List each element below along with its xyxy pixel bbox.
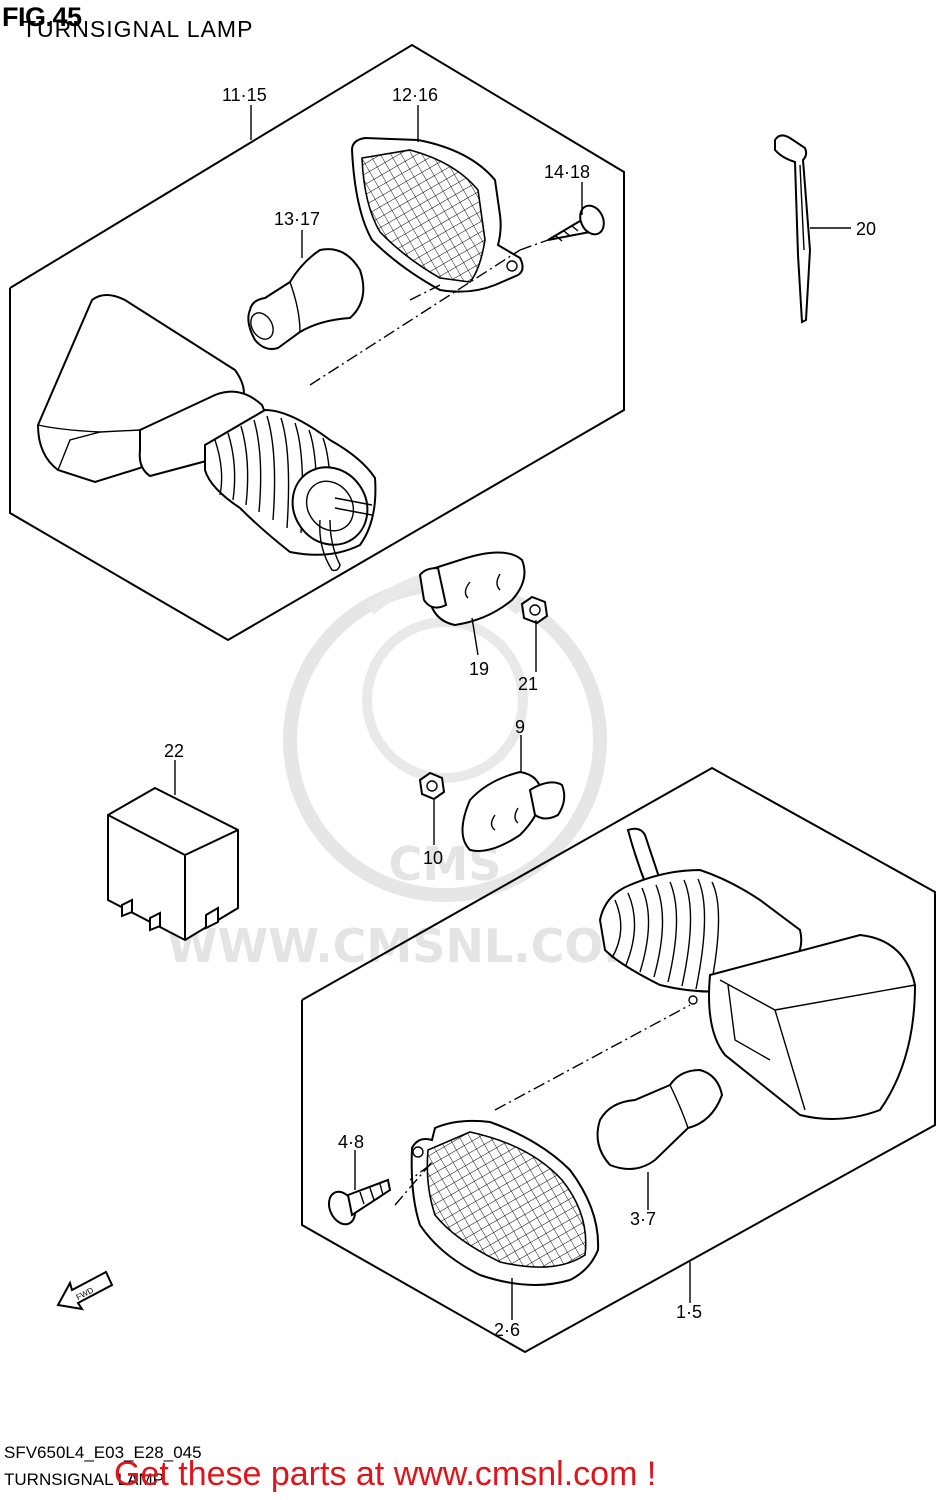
upper-turnsignal-lens <box>350 136 524 293</box>
callout-10: 10 <box>423 848 443 868</box>
callout-11-15: 11·15 <box>222 85 267 105</box>
callout-14-18: 14·18 <box>544 162 590 182</box>
upper-grommet <box>418 551 526 627</box>
callout-labels: 11·15 12·16 14·18 13·17 20 19 21 22 9 10… <box>164 85 876 1340</box>
callout-9: 9 <box>515 717 525 737</box>
watermark-url: WWW.CMSNL.COM <box>167 919 650 973</box>
footer-caption: TURNSIGNAL LAMP <box>4 1470 164 1489</box>
lower-assembly-frame <box>301 766 936 1354</box>
callout-21: 21 <box>518 674 538 694</box>
rear-turnsignal-housing <box>598 827 917 1120</box>
drawing-code: SFV650L4_E03_E28_045 <box>4 1443 202 1462</box>
wire-band <box>774 134 812 324</box>
forward-direction-arrow-icon: FWD <box>56 1270 114 1311</box>
lower-turnsignal-bulb <box>596 1068 724 1170</box>
callout-4-8: 4·8 <box>338 1132 364 1152</box>
callout-19: 19 <box>469 659 489 679</box>
turnsignal-relay <box>107 786 239 942</box>
cmsnl-watermark-logo: CMS WWW.CMSNL.COM <box>167 571 650 973</box>
lower-lens-screw <box>327 1178 392 1226</box>
figure-title: TURNSIGNAL LAMP <box>22 16 254 42</box>
callout-1-5: 1·5 <box>676 1302 702 1322</box>
callout-3-7: 3·7 <box>630 1209 656 1229</box>
upper-assembly-frame <box>9 43 625 642</box>
figure-number: FIG.45 <box>2 2 82 32</box>
callout-leaders <box>174 105 851 1320</box>
lower-turnsignal-lens <box>410 1119 600 1286</box>
upper-turnsignal-bulb <box>247 248 365 350</box>
front-turnsignal-housing <box>36 294 377 572</box>
lower-grommet <box>461 770 566 852</box>
callout-20: 20 <box>856 219 876 239</box>
callout-12-16: 12·16 <box>392 85 438 105</box>
upper-lens-screw <box>547 204 605 242</box>
callout-22: 22 <box>164 741 184 761</box>
alignment-lines <box>309 239 691 1206</box>
upper-nut <box>520 595 549 625</box>
lower-nut <box>418 771 446 801</box>
callout-13-17: 13·17 <box>274 209 320 229</box>
callout-2-6: 2·6 <box>494 1320 520 1340</box>
promo-link[interactable]: Get these parts at www.cmsnl.com ! <box>114 1455 657 1493</box>
